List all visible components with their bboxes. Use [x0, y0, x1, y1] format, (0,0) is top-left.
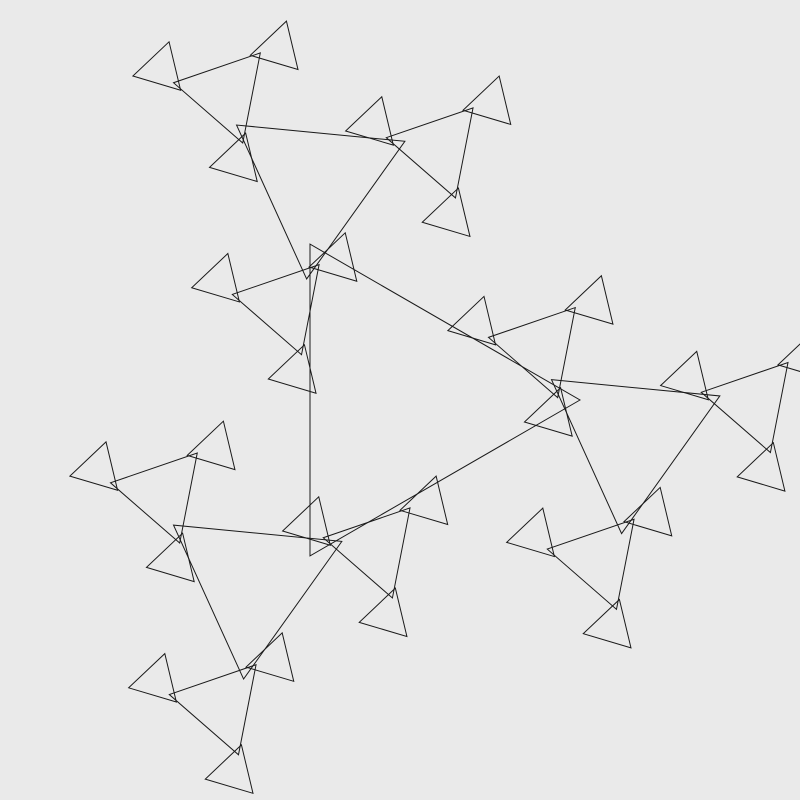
triangle-level-4 [267, 343, 317, 394]
triangle-level-3 [385, 107, 474, 199]
triangle-level-4 [308, 231, 358, 282]
triangle-level-4 [623, 486, 673, 537]
triangle-level-4 [736, 441, 786, 492]
triangle-level-4 [523, 386, 573, 437]
triangle-level-4 [344, 95, 395, 146]
triangle-level-3 [546, 518, 635, 611]
triangle-level-4 [127, 652, 178, 703]
triangle-level-4 [446, 295, 497, 346]
triangle-level-1 [309, 243, 582, 557]
triangle-level-4 [564, 274, 614, 325]
triangle-level-4 [208, 132, 258, 183]
triangle-level-4 [145, 532, 195, 583]
triangle-level-4 [204, 743, 254, 795]
triangle-level-4 [249, 20, 299, 71]
triangle-level-4 [421, 187, 471, 238]
triangle-level-4 [462, 75, 512, 126]
triangle-level-3 [700, 361, 789, 454]
triangle-level-4 [281, 495, 331, 546]
triangle-level-4 [68, 440, 119, 492]
triangle-level-4 [505, 507, 556, 558]
triangle-level-3 [322, 507, 411, 599]
fractal-drawing [68, 20, 800, 795]
triangle-level-2 [550, 379, 721, 535]
triangle-level-4 [131, 40, 182, 91]
triangle-level-2 [235, 124, 406, 280]
triangle-level-3 [231, 263, 320, 356]
triangle-level-3 [109, 452, 198, 545]
triangle-level-4 [186, 420, 236, 471]
triangle-level-4 [399, 475, 449, 526]
triangle-level-4 [582, 598, 632, 649]
triangle-level-4 [190, 252, 241, 303]
triangle-level-4 [358, 587, 408, 638]
triangle-level-4 [245, 631, 295, 683]
triangle-level-3 [487, 306, 576, 399]
triangle-level-2 [172, 524, 343, 681]
triangle-level-3 [172, 52, 261, 144]
triangle-level-4 [659, 350, 709, 401]
triangle-level-3 [168, 663, 257, 756]
triangle-level-4 [776, 343, 800, 372]
